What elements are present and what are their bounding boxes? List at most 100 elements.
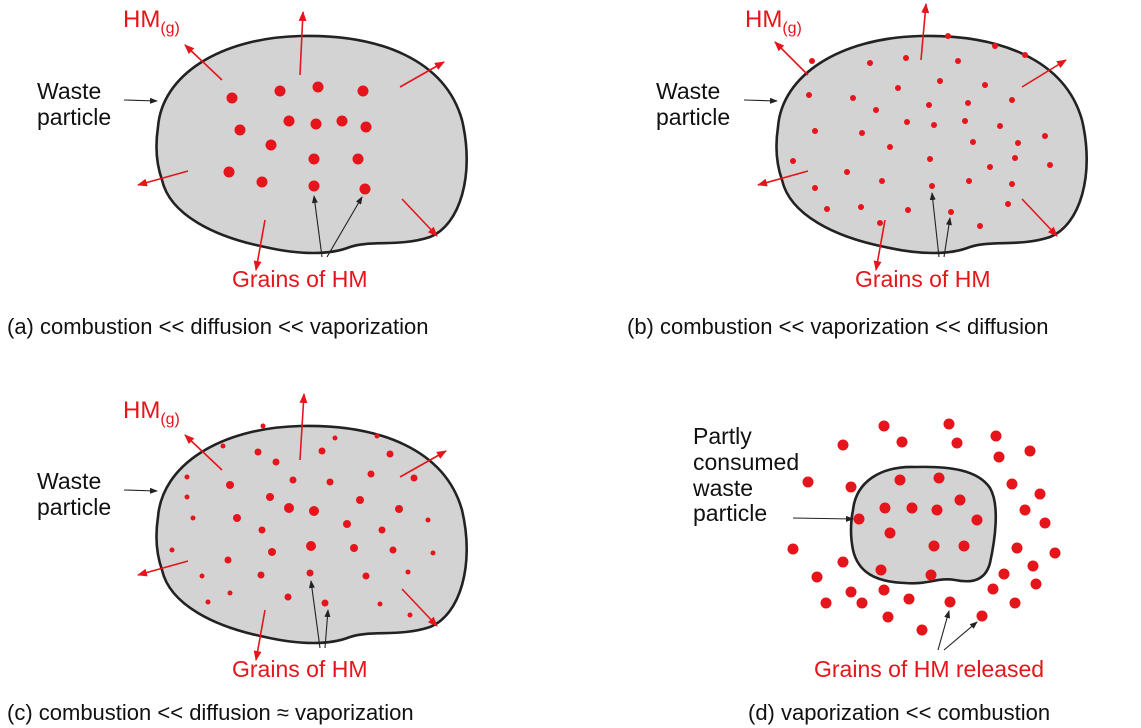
hm-grain (1009, 97, 1015, 103)
hm-gas-label: HM(g) (123, 397, 180, 428)
vapor-arrow (920, 3, 930, 61)
hm-grain (321, 599, 329, 607)
hm-grain (268, 548, 276, 556)
hm-grain (982, 82, 988, 88)
hm-grain (308, 180, 320, 192)
hm-grain (882, 611, 894, 623)
hm-grain (878, 420, 890, 432)
hm-grain (266, 493, 274, 501)
hm-grain (410, 474, 418, 482)
hm-grain (970, 139, 976, 145)
hm-grain (272, 458, 280, 466)
hm-grain (859, 130, 865, 136)
hm-grain (254, 448, 262, 456)
pointer-arrows (123, 97, 363, 258)
hm-grain (844, 169, 850, 175)
hm-grain (318, 447, 326, 455)
hm-grain (925, 569, 937, 581)
hm-grain (887, 144, 893, 150)
grains-of-hm-label: Grains of HM (855, 266, 991, 292)
hm-grain (806, 92, 812, 98)
hm-grain (998, 568, 1010, 580)
hm-grain (965, 100, 971, 106)
hm-grain (1015, 140, 1021, 146)
grain-pointer (311, 195, 323, 258)
hm-grain (837, 556, 849, 568)
hm-grain (894, 474, 906, 486)
hm-grain (875, 564, 887, 576)
hm-grain (356, 496, 364, 504)
hm-grain (357, 85, 369, 97)
grain-pointer (937, 610, 950, 651)
hm-grain (1049, 547, 1061, 559)
hm-grain (1009, 181, 1015, 187)
hm-grain (1042, 133, 1048, 139)
hm-grain (312, 81, 324, 93)
hm-grain (308, 153, 320, 165)
grains-of-hm-label: Grains of HM (232, 656, 368, 682)
hm-grain (360, 121, 372, 133)
hm-grain (310, 118, 322, 130)
hm-grain (223, 166, 235, 178)
hm-grain (343, 520, 351, 528)
hm-grain (233, 514, 241, 522)
pointer-arrows (792, 515, 978, 651)
hm-grain (853, 513, 865, 525)
hm-grain (976, 610, 988, 622)
hm-grain (260, 423, 266, 429)
particle-pointer (123, 97, 158, 104)
hm-grain (928, 540, 940, 552)
hm-grain (1011, 542, 1023, 554)
hm-grain (284, 593, 292, 601)
particle-pointer (792, 515, 854, 522)
hm-grain (226, 92, 238, 104)
hm-grain (948, 209, 954, 215)
hm-grain (904, 119, 910, 125)
hm-grain (1009, 597, 1021, 609)
hm-grain (926, 102, 932, 108)
hm-grain (820, 597, 832, 609)
hm-grain (916, 624, 928, 636)
hm-grain (1019, 504, 1031, 516)
hm-grain (992, 43, 998, 49)
hm-grain (274, 85, 286, 97)
panel-caption: (c) combustion << diffusion ≈ vaporizati… (7, 700, 414, 725)
hm-grain (905, 207, 911, 213)
hm-grain (309, 506, 319, 516)
hm-grain (1039, 517, 1051, 529)
hm-grain (199, 573, 205, 579)
panel-caption: (b) combustion << vaporization << diffus… (627, 314, 1049, 339)
hm-gas-label: HM(g) (745, 6, 802, 37)
waste-particle-shape (849, 465, 998, 585)
hm-grain (977, 223, 983, 229)
hm-grain (937, 78, 943, 84)
vapor-arrow (757, 170, 809, 187)
vapor-arrow (399, 450, 447, 478)
hm-grain (997, 123, 1003, 129)
vapor-arrow (1021, 59, 1067, 88)
hm-grain (971, 514, 983, 526)
hm-grain (933, 472, 945, 484)
hm-grain (884, 527, 896, 539)
hm-grain (332, 435, 338, 441)
hm-grain (987, 583, 999, 595)
hm-grains (169, 423, 436, 618)
hm-grain (966, 178, 972, 184)
hm-grain (962, 118, 968, 124)
particle-pointer (123, 487, 158, 494)
vapor-arrow (299, 393, 308, 461)
hm-grain (951, 437, 963, 449)
hm-grain (258, 526, 266, 534)
vapor-arrow (774, 41, 809, 76)
hm-grain (1005, 201, 1011, 207)
grain-pointer (943, 217, 952, 258)
vapor-arrow (401, 588, 438, 627)
hm-grain (1012, 155, 1018, 161)
panel-a (123, 11, 469, 271)
hm-grain (1034, 488, 1046, 500)
hm-grain (374, 433, 380, 439)
hm-grain (350, 544, 358, 552)
waste-particle-shape (155, 34, 469, 255)
hm-grain (184, 494, 190, 500)
hm-grain (1047, 162, 1053, 168)
